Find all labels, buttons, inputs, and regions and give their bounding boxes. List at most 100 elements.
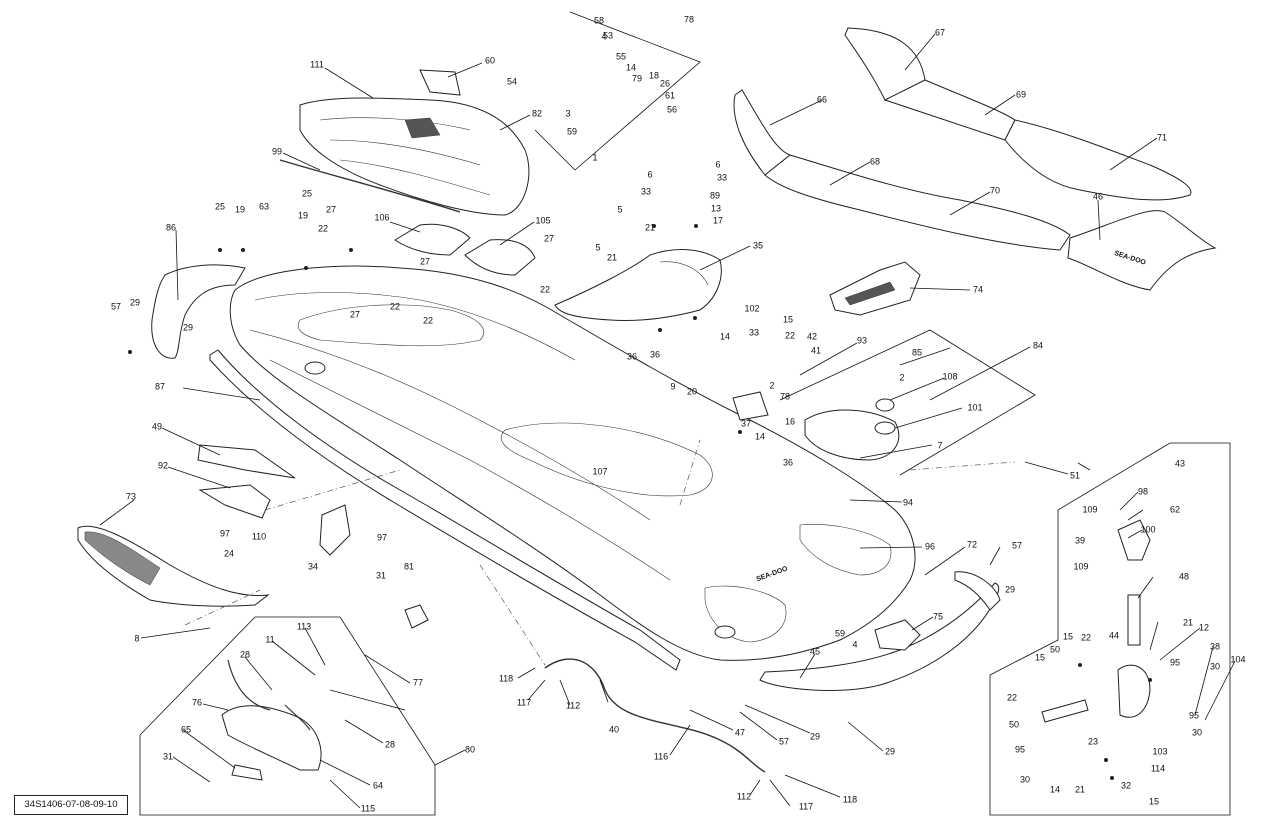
callout-117: 117 <box>517 697 531 707</box>
callout-16: 16 <box>785 416 795 426</box>
callout-26: 26 <box>660 78 670 88</box>
box-78-part <box>732 391 769 421</box>
deflector-49 <box>197 444 296 479</box>
callout-72: 72 <box>967 539 977 549</box>
callout-22-3: 22 <box>390 301 400 311</box>
callout-47: 47 <box>735 727 745 737</box>
seat-cover-68-70 <box>764 154 1071 251</box>
callout-97-2: 97 <box>377 532 387 542</box>
seat-cover-46: SEA-DOO <box>1067 210 1217 291</box>
callout-29-5: 29 <box>885 746 895 756</box>
steering-column <box>1041 519 1151 723</box>
callout-57: 57 <box>111 301 121 311</box>
callout-14-2: 14 <box>720 331 730 341</box>
callout-57-2: 57 <box>1012 540 1022 550</box>
callout-77: 77 <box>413 677 423 687</box>
callout-110: 110 <box>252 531 266 541</box>
callout-82: 82 <box>532 108 542 118</box>
callout-50: 50 <box>1050 644 1060 654</box>
callout-61: 61 <box>665 90 675 100</box>
callout-111: 111 <box>310 59 324 69</box>
callout-29-3: 29 <box>1005 584 1015 594</box>
callout-116: 116 <box>654 751 668 761</box>
callout-87: 87 <box>155 381 165 391</box>
callout-19-2: 19 <box>298 210 308 220</box>
callout-99: 99 <box>272 146 282 156</box>
callout-86: 86 <box>166 222 176 232</box>
callout-93: 93 <box>857 335 867 345</box>
callout-54: 54 <box>507 76 517 86</box>
callout-4-2: 4 <box>852 639 857 649</box>
callout-9: 9 <box>670 381 675 391</box>
callout-39: 39 <box>1075 535 1085 545</box>
callout-15: 15 <box>783 314 793 324</box>
callout-113: 113 <box>297 621 311 631</box>
callout-41: 41 <box>811 345 821 355</box>
callout-2-2: 2 <box>899 372 904 382</box>
callout-92: 92 <box>158 460 168 470</box>
callout-71: 71 <box>1157 132 1167 142</box>
callout-24: 24 <box>224 548 234 558</box>
callout-118: 118 <box>499 673 513 683</box>
callout-3: 3 <box>565 108 570 118</box>
cover-108 <box>874 398 896 435</box>
callout-37: 37 <box>741 418 751 428</box>
cable-40 <box>544 658 766 773</box>
callout-21-2: 21 <box>645 222 655 232</box>
callout-33-2: 33 <box>717 172 727 182</box>
callout-31-2: 31 <box>163 751 173 761</box>
callout-64: 64 <box>373 780 383 790</box>
assembly-box-78 <box>534 11 701 171</box>
callout-69: 69 <box>1016 89 1026 99</box>
callout-2: 2 <box>769 380 774 390</box>
leader-lines <box>99 33 1236 809</box>
callout-117-2: 117 <box>799 801 813 811</box>
gasket-105 <box>464 239 536 276</box>
callout-118-2: 118 <box>843 794 857 804</box>
callout-80: 80 <box>465 744 475 754</box>
callout-66: 66 <box>817 94 827 104</box>
callout-32: 32 <box>1121 780 1131 790</box>
callout-48: 48 <box>1179 571 1189 581</box>
gasket-106 <box>394 223 471 256</box>
callout-104: 104 <box>1230 654 1245 664</box>
callout-51: 51 <box>1070 470 1080 480</box>
reboarding-step-80 <box>221 659 322 781</box>
callout-25: 25 <box>215 201 225 211</box>
callout-33: 33 <box>641 186 651 196</box>
callout-112: 112 <box>566 700 580 710</box>
callout-14-3: 14 <box>755 431 765 441</box>
callout-11: 11 <box>265 634 274 644</box>
callout-102: 102 <box>744 303 759 313</box>
seat-cover-67 <box>844 27 1016 141</box>
callout-28-2: 28 <box>385 739 395 749</box>
latch-81 <box>404 604 429 629</box>
callout-96: 96 <box>925 541 935 551</box>
callout-103: 103 <box>1152 746 1167 756</box>
callout-42: 42 <box>807 331 817 341</box>
callout-43: 43 <box>1175 458 1185 468</box>
callout-5-2: 5 <box>595 242 600 252</box>
callout-38: 38 <box>1210 641 1220 651</box>
callout-30-3: 30 <box>1020 774 1030 784</box>
callout-23: 23 <box>1088 736 1098 746</box>
callout-30-2: 30 <box>1192 727 1202 737</box>
callout-15-2: 15 <box>1063 631 1073 641</box>
callout-6: 6 <box>647 169 652 179</box>
callout-75: 75 <box>933 611 943 621</box>
storage-cover-101 <box>804 409 900 461</box>
seal-99 <box>279 159 461 213</box>
callout-70: 70 <box>990 185 1000 195</box>
decal-60 <box>419 69 461 96</box>
callout-45: 45 <box>810 646 820 656</box>
callout-55: 55 <box>616 51 626 61</box>
callout-27: 27 <box>326 204 336 214</box>
callout-105: 105 <box>535 215 550 225</box>
routing-lines <box>184 439 1016 666</box>
callout-8: 8 <box>134 633 139 643</box>
callout-17: 17 <box>713 215 723 225</box>
callout-59-2: 59 <box>835 628 845 638</box>
callout-108: 108 <box>942 371 957 381</box>
callout-27-3: 27 <box>420 256 430 266</box>
